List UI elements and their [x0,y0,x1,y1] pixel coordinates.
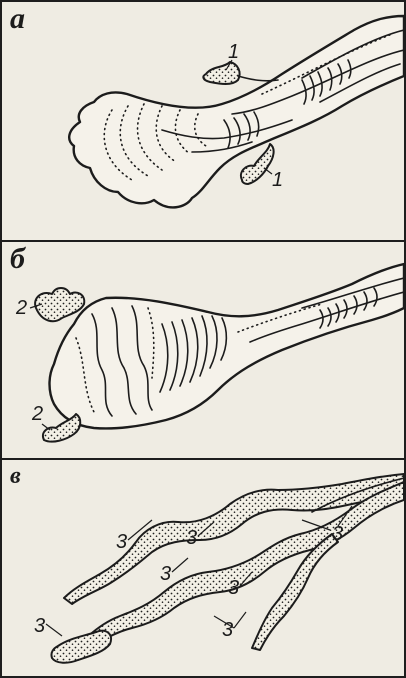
panel-c: в 3 3 3 3 3 3 3 [2,460,404,676]
label-3-right: 3 [332,523,343,545]
tributary-lobe-upper [203,62,239,84]
glacier-tongue-b [50,264,405,429]
label-3-lower-mid: 3 [228,577,239,599]
label-1-lower: 1 [272,169,283,191]
label-1-upper: 1 [228,41,239,63]
outlet-lobe-upper [35,288,84,321]
panel-a: а [2,2,404,242]
panel-b: б [2,242,404,460]
label-2-lower: 2 [31,403,43,425]
outlet-lobe-lower [43,414,80,442]
label-2-upper: 2 [15,297,27,319]
label-3-upper-left: 3 [116,531,127,553]
panel-b-diagram: 2 2 [2,242,404,460]
label-3-left: 3 [34,615,45,637]
panel-c-diagram: 3 3 3 3 3 3 3 [2,460,404,676]
label-3-mid: 3 [160,563,171,585]
panel-a-diagram: 1 1 [2,2,404,242]
label-3-center: 3 [186,527,197,549]
